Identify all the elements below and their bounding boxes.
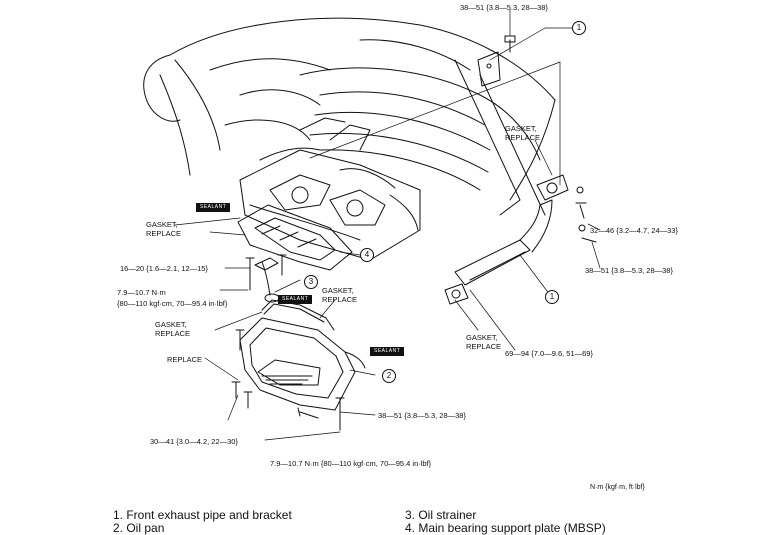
torque-label-69-94: 69—94 {7.0—9.6, 51—69} (505, 349, 593, 358)
oil-strainer (254, 257, 280, 303)
gasket-replace-label-left: GASKET, REPLACE (146, 220, 182, 238)
torque-label-38-51-right: 38—51 {3.8—5.3, 28—38} (585, 266, 673, 275)
torque-label-30-41: 30—41 {3.0—4.2, 22—30} (150, 437, 238, 446)
gasket-replace-label-pipe: GASKET, REPLACE (466, 333, 502, 351)
main-bearing-support-plate (237, 204, 353, 271)
sealant-tag-right: SEALANT (370, 347, 405, 356)
gasket-replace-label-oil-pan: GASKET, REPLACE (155, 320, 191, 338)
callout-1-pipe: 1 (545, 290, 559, 304)
front-exhaust-pipe (444, 174, 569, 305)
legend-item-3: 3. Oil strainer (405, 508, 477, 522)
legend-item-2: 2. Oil pan (113, 521, 165, 535)
torque-label-32-46: 32—46 {3.2—4.7, 24—33} (590, 226, 678, 235)
torque-label-38-51-bottom: 38—51 {3.8—5.3, 28—38} (378, 411, 466, 420)
gasket-replace-label-middle: GASKET, REPLACE (322, 286, 358, 304)
bolts (231, 186, 597, 431)
torque-label-7-9-line2: {80—110 kgf·cm, 70—95.4 in·lbf} (117, 299, 228, 308)
callout-3-oil-strainer: 3 (304, 275, 318, 289)
engine-block (239, 117, 421, 261)
sealant-tag-middle: SEALANT (278, 295, 313, 304)
torque-label-16-20: 16—20 {1.6—2.1, 12—15} (120, 264, 208, 273)
torque-label-7-9-bottom: 7.9—10.7 N·m {80—110 kgf·cm, 70—95.4 in·… (270, 459, 432, 468)
gasket-replace-label-upper-right: GASKET, REPLACE (505, 124, 541, 142)
leader-lines (174, 9, 601, 441)
vehicle-body-outline (143, 17, 556, 216)
legend-item-4: 4. Main bearing support plate (MBSP) (405, 521, 606, 535)
exhaust-bracket (477, 35, 516, 87)
callout-4-mbsp: 4 (360, 248, 374, 262)
callout-2-oil-pan: 2 (382, 369, 396, 383)
units-note: N·m {kgf·m, ft·lbf} (590, 484, 645, 491)
legend-item-1: 1. Front exhaust pipe and bracket (113, 508, 292, 522)
callout-1-top: 1 (572, 21, 586, 35)
sealant-tag-left: SEALANT (196, 203, 231, 212)
torque-label-7-9-line1: 7.9—10.7 N·m (117, 288, 166, 297)
oil-pan-gasket (261, 299, 335, 331)
torque-label-top: 38—51 {3.8—5.3, 28—38} (460, 3, 548, 12)
replace-label: REPLACE (167, 355, 203, 364)
oil-pan (239, 317, 366, 411)
